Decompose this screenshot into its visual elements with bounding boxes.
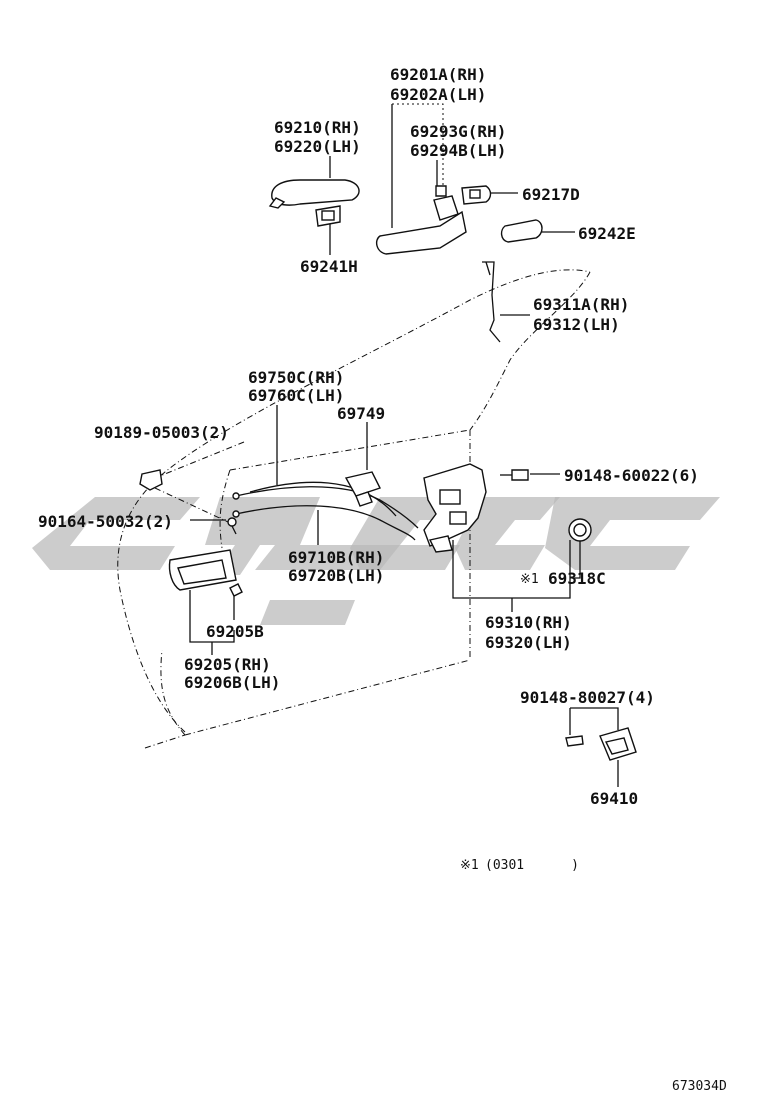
clip-90189: [139, 469, 163, 491]
label-69294b: 69294B(LH): [410, 141, 506, 160]
screw-90148-60022: [500, 469, 529, 481]
watermark: [32, 497, 720, 625]
label-69220: 69220(LH): [274, 137, 361, 156]
frame-69201a: [375, 185, 467, 255]
clip-69749: [344, 471, 381, 507]
label-69760c: 69760C(LH): [248, 386, 344, 405]
label-mark-1: ※1: [520, 572, 539, 587]
label-69720b: 69720B(LH): [288, 566, 384, 585]
label-69749: 69749: [337, 404, 385, 423]
gasket-69242e: [500, 219, 543, 243]
label-69210: 69210(RH): [274, 118, 361, 137]
outside-handle-69210: [268, 179, 360, 209]
door-outline: [117, 269, 591, 749]
cover-69217d: [461, 185, 492, 205]
label-69310: 69310(RH): [485, 613, 572, 632]
label-69242e: 69242E: [578, 224, 636, 243]
label-69293g: 69293G(RH): [410, 122, 506, 141]
label-90148-60022: 90148-60022(6): [564, 466, 699, 485]
footnote-mark: ※1: [460, 858, 479, 873]
rod-69311a: [482, 261, 501, 343]
screw-90148-80027: [565, 735, 584, 747]
label-69710b: 69710B(RH): [288, 548, 384, 567]
lock-69310: [423, 463, 487, 553]
label-69205b: 69205B: [206, 622, 264, 641]
footnote-text: (0301 ): [485, 858, 579, 873]
cover-69318c: [568, 518, 592, 542]
footnote: ※1 (0301 ): [460, 858, 579, 873]
label-69241h: 69241H: [300, 257, 358, 276]
leader-lines: [154, 103, 619, 787]
screw-69205b: [229, 583, 243, 597]
label-69318c: 69318C: [548, 569, 606, 588]
label-69205: 69205(RH): [184, 655, 271, 674]
label-69206b: 69206B(LH): [184, 673, 280, 692]
label-90189: 90189-05003(2): [94, 423, 229, 442]
inside-handle-69205: [168, 549, 237, 591]
label-69750c: 69750C(RH): [248, 368, 344, 387]
label-69312: 69312(LH): [533, 315, 620, 334]
label-69320: 69320(LH): [485, 633, 572, 652]
part-labels: 69201A(RH) 69202A(LH) 69210(RH) 69220(LH…: [38, 65, 699, 808]
label-69217d: 69217D: [522, 185, 580, 204]
label-69201a: 69201A(RH): [390, 65, 486, 84]
label-69311a: 69311A(RH): [533, 295, 629, 314]
pad-69241h: [315, 205, 341, 227]
label-69410: 69410: [590, 789, 638, 808]
label-90148-80027: 90148-80027(4): [520, 688, 655, 707]
cables-69750c: [232, 481, 419, 541]
label-90164: 90164-50032(2): [38, 512, 173, 531]
striker-69410: [599, 727, 637, 761]
label-69202a: 69202A(LH): [390, 85, 486, 104]
diagram-id: 673034D: [672, 1079, 727, 1094]
screw-90164: [227, 517, 237, 535]
